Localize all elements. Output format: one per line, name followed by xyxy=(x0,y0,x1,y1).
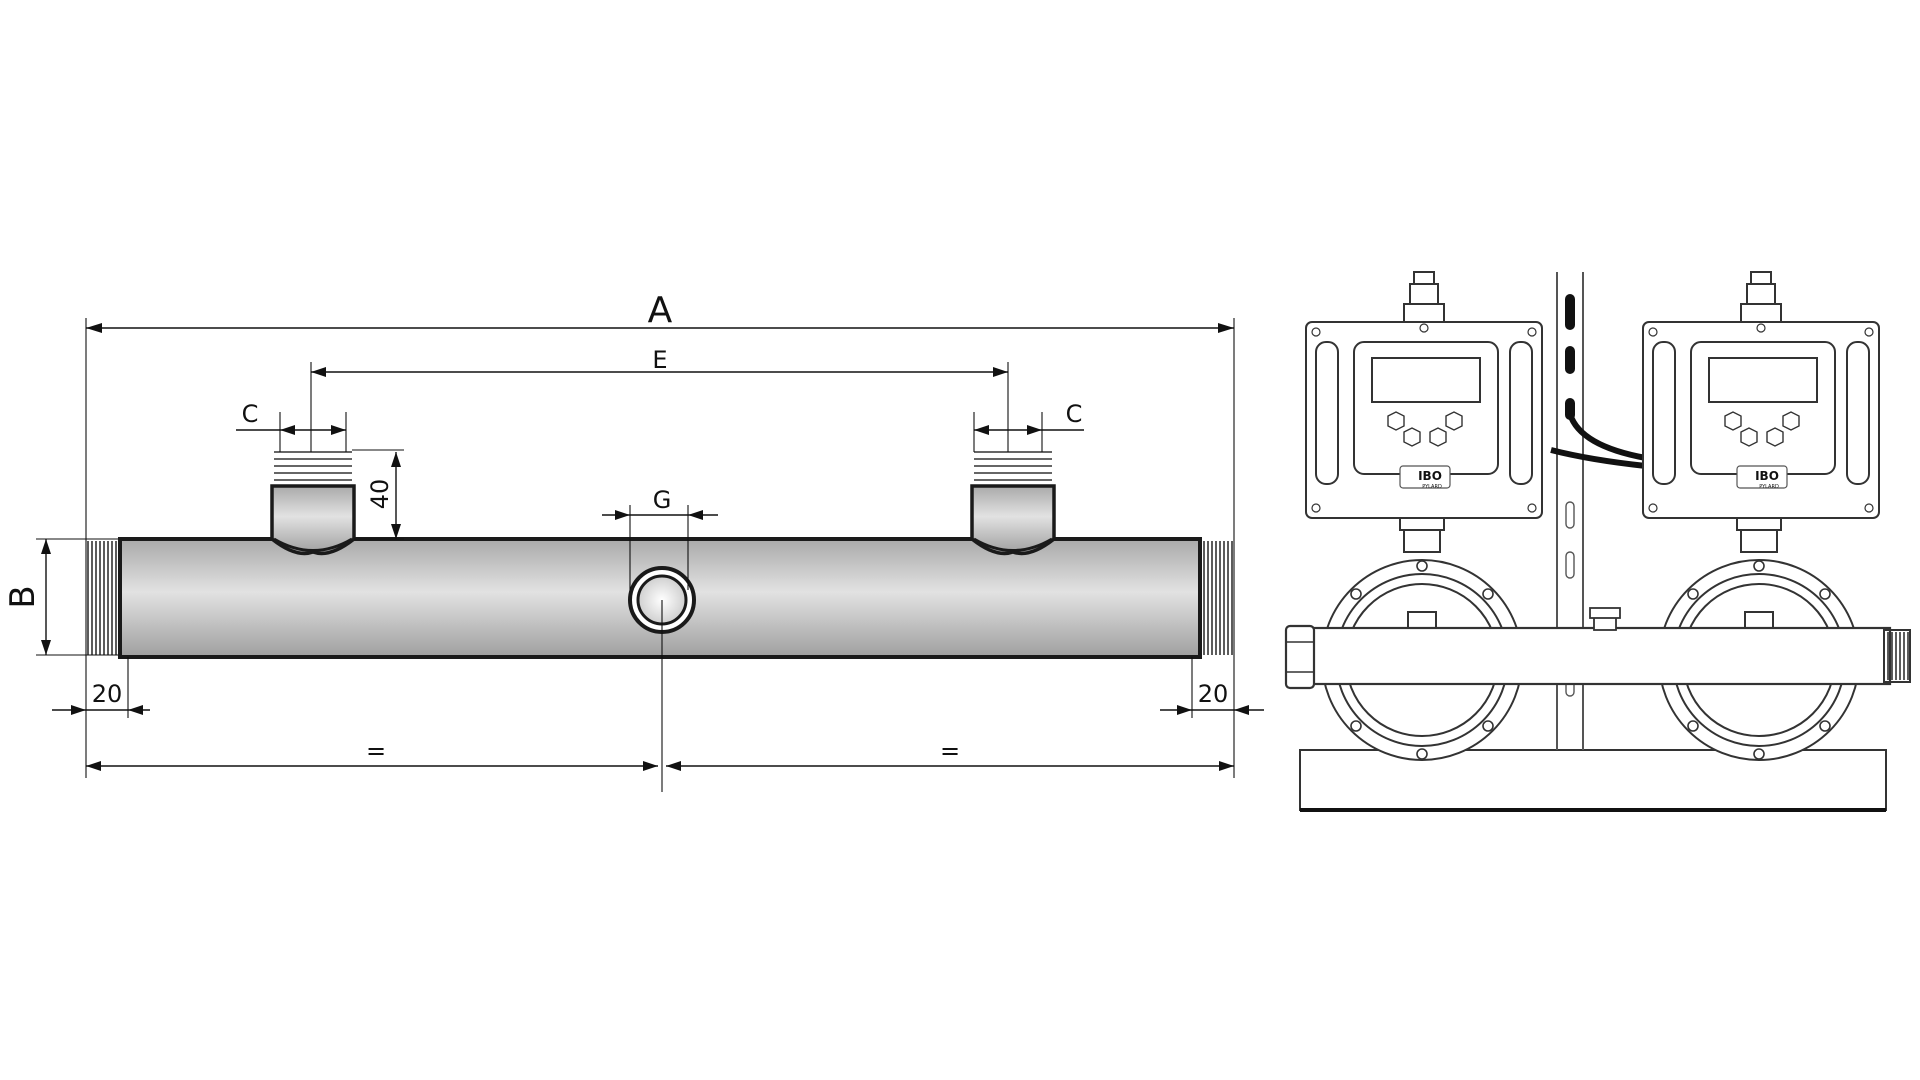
dimension-c-right: C xyxy=(974,400,1084,435)
dimension-e: E xyxy=(311,346,1008,377)
base-plate xyxy=(1299,749,1887,811)
dimension-b: B xyxy=(3,539,51,655)
dimension-20-left: 20 xyxy=(52,680,150,715)
right-thread xyxy=(1203,541,1233,655)
logo-subtext-left: PYLARD xyxy=(1422,484,1442,490)
label-c-right: C xyxy=(1066,400,1083,428)
label-half-right: = xyxy=(940,737,960,765)
dimension-20-right: 20 xyxy=(1160,680,1264,715)
logo-text-left: IBO xyxy=(1418,469,1442,483)
pipe-elevation-view: A E C C 40 xyxy=(3,290,1264,792)
label-half-left: = xyxy=(366,737,386,765)
uv-unit-left: IBO PYLARD xyxy=(1305,271,1543,761)
dimension-g: G xyxy=(602,486,718,520)
right-port xyxy=(970,451,1056,556)
uv-unit-right: IBO PYLARD xyxy=(1642,271,1880,761)
left-port xyxy=(270,451,356,556)
label-e: E xyxy=(652,346,667,374)
label-a: A xyxy=(648,290,673,331)
cable xyxy=(1567,412,1647,461)
installation-view: IBO PYLARD xyxy=(1284,271,1911,812)
logo-subtext-right: PYLARD xyxy=(1759,484,1779,490)
dimension-a: A xyxy=(86,290,1234,333)
dimension-c-left: C xyxy=(236,400,346,435)
label-c-left: C xyxy=(242,400,259,428)
installed-pipe xyxy=(1284,607,1911,690)
label-20-right: 20 xyxy=(1198,680,1229,708)
label-40: 40 xyxy=(366,479,394,510)
logo-text-right: IBO xyxy=(1755,469,1779,483)
label-g: G xyxy=(653,486,672,514)
extension-lines xyxy=(36,318,1235,778)
label-b: B xyxy=(3,585,43,608)
label-20-left: 20 xyxy=(92,680,123,708)
dimension-40: 40 xyxy=(354,452,404,540)
left-thread xyxy=(86,541,120,655)
dimension-halves: = = xyxy=(86,737,1234,771)
